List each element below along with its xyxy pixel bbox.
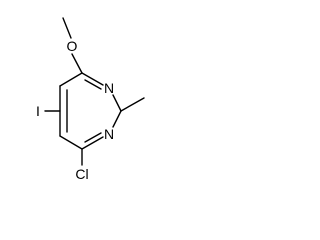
atom-label-chlorine: Cl (75, 166, 88, 182)
atom-label-oxygen: O (67, 38, 78, 54)
bond-methyl-oxygen (62, 17, 72, 39)
bond-c2-methyl (120, 97, 145, 112)
atom-label-iodine: I (36, 103, 40, 119)
bond-c4-n3-inner (84, 79, 102, 90)
atom-label-nitrogen-1: N (104, 126, 114, 142)
bond-c4-top (59, 72, 83, 87)
molecular-structure-diagram: O N N I Cl (36, 17, 145, 182)
bond-n1-c6-inner (84, 132, 102, 143)
bond-c6-c5 (59, 135, 83, 150)
bond-c4-n3 (81, 72, 104, 86)
atom-labels: O N N I Cl (36, 38, 114, 182)
bond-oxygen-c4 (71, 53, 83, 74)
bond-c2-n1 (112, 110, 122, 128)
atom-label-nitrogen-3: N (104, 80, 114, 96)
bond-n1-c6 (81, 136, 104, 150)
bond-n3-c2 (112, 94, 122, 112)
bonds (44, 17, 145, 166)
